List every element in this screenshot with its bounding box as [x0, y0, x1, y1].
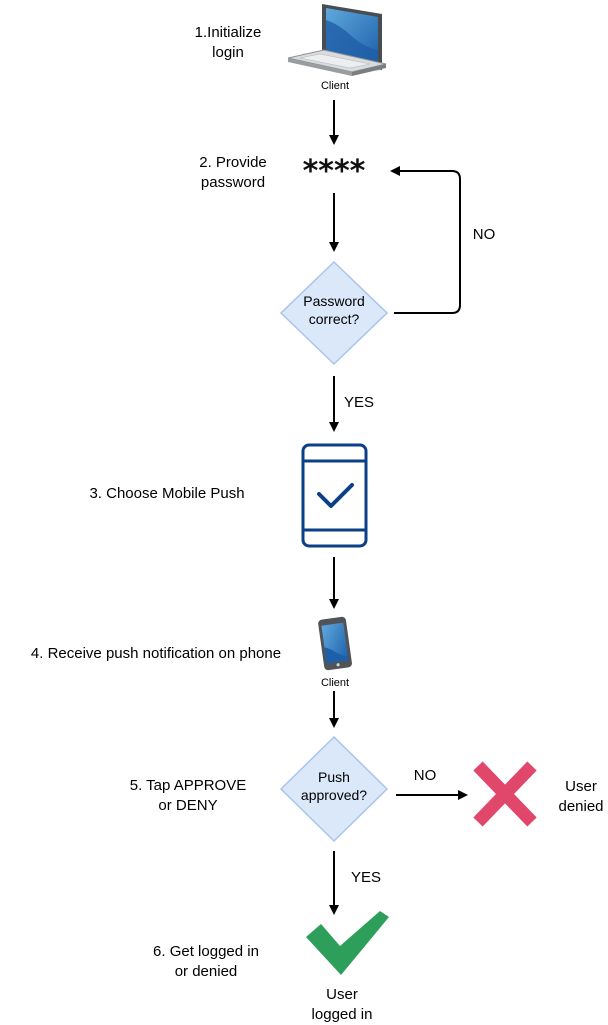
- phone-caption: Client: [320, 677, 350, 689]
- push-decision-diamond: [279, 735, 389, 843]
- edge-password-no-loop: [390, 166, 461, 314]
- step-3-label: 3. Choose Mobile Push: [89, 485, 245, 502]
- step-6-label: 6. Get logged in or denied: [153, 943, 259, 980]
- mobile-push-icon: [301, 443, 368, 548]
- push-yes-label: YES: [350, 869, 382, 886]
- step-5-label: 5. Tap APPROVE or DENY: [129, 777, 247, 814]
- password-decision-diamond: [279, 260, 389, 366]
- step-1-label: 1.Initialize login: [194, 24, 262, 61]
- push-decision-text: Push approved?: [300, 769, 368, 803]
- smartphone-icon: [318, 616, 352, 671]
- password-decision-text: Password correct?: [303, 293, 365, 327]
- deny-x-icon: [473, 761, 537, 827]
- push-no-label: NO: [413, 767, 437, 784]
- laptop-icon: [287, 4, 387, 76]
- user-denied-label: User denied: [558, 778, 604, 815]
- step-4-label: 4. Receive push notification on phone: [30, 645, 282, 662]
- step-2-label: 2. Provide password: [199, 154, 267, 191]
- password-yes-label: YES: [343, 394, 375, 411]
- password-no-label: NO: [472, 226, 496, 243]
- approve-check-icon: [306, 911, 389, 975]
- password-asterisks: ****: [303, 154, 366, 189]
- user-logged-in-label: User logged in: [311, 986, 373, 1023]
- laptop-caption: Client: [320, 80, 350, 92]
- svg-text:****: ****: [303, 154, 366, 189]
